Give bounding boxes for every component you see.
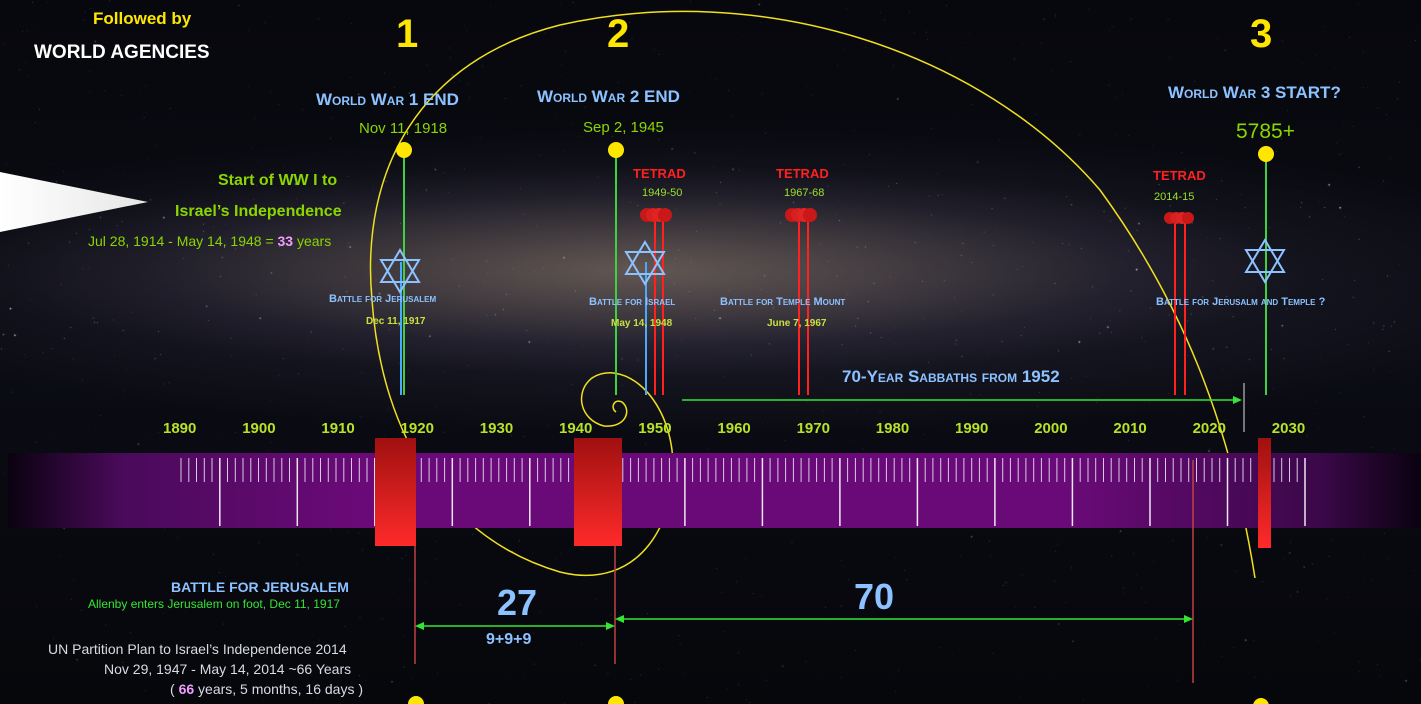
- axis-year-1990: 1990: [955, 420, 989, 437]
- sabbath-label: 70-Year Sabbaths from 1952: [842, 367, 1060, 386]
- battle-israel-label: Battle for Israel: [589, 296, 676, 308]
- ww2-date: Sep 2, 1945: [583, 119, 664, 136]
- pointer-cone-shape: [0, 172, 148, 232]
- ww1-period-block: [375, 438, 416, 546]
- bottom-battle-title: BATTLE FOR JERUSALEM: [171, 579, 349, 595]
- ww2-dot: [608, 142, 624, 158]
- ww2-title: World War 2 END: [537, 87, 680, 106]
- un-plan-line1: UN Partition Plan to Israel’s Independen…: [48, 641, 347, 657]
- interval-27-breakdown: 9+9+9: [486, 631, 532, 648]
- ww2-period-block: [574, 438, 622, 546]
- left-note-line1: Start of WW I to: [218, 172, 338, 189]
- un-plan-line3: ( 66 years, 5 months, 16 days ): [170, 681, 363, 697]
- ww1-dot: [396, 142, 412, 158]
- axis-year-1900: 1900: [242, 420, 276, 437]
- un-plan-line2: Nov 29, 1947 - May 14, 2014 ~66 Years: [104, 661, 352, 677]
- axis-year-1920: 1920: [400, 420, 434, 437]
- ww3-period-block: [1258, 438, 1271, 548]
- tetrad-years-3: 2014-15: [1154, 191, 1195, 203]
- axis-year-2020: 2020: [1192, 420, 1226, 437]
- left-note-line2: Israel’s Independence: [175, 203, 342, 220]
- axis-year-1890: 1890: [163, 420, 197, 437]
- axis-year-2010: 2010: [1113, 420, 1147, 437]
- bottom-dot-1: [408, 696, 424, 704]
- tetrad-moons-1949: [640, 208, 672, 222]
- axis-year-2030: 2030: [1271, 420, 1306, 437]
- ww3-title: World War 3 START?: [1168, 83, 1341, 102]
- marker-number-1: 1: [396, 12, 419, 56]
- tetrad-label-2: TETRAD: [776, 166, 829, 181]
- tetrad-moons-2014: [1164, 212, 1194, 224]
- axis-year-1930: 1930: [479, 420, 514, 437]
- bottom-dot-3: [1253, 698, 1269, 704]
- bottom-dot-2: [608, 696, 624, 704]
- tetrad-years-1: 1949-50: [642, 187, 683, 199]
- interval-27-value: 27: [497, 582, 538, 623]
- ww1-title: World War 1 END: [316, 90, 459, 109]
- bottom-battle-subtitle: Allenby enters Jerusalem on foot, Dec 11…: [88, 597, 340, 611]
- axis-year-1980: 1980: [875, 420, 910, 437]
- battle-jerusalem-date: Dec 11, 1917: [366, 316, 426, 327]
- battle-israel-date: May 14, 1948: [611, 318, 673, 329]
- battle-jerusalem-temple-label: Battle for Jerusalm and Temple ?: [1156, 296, 1326, 308]
- axis-year-1970: 1970: [796, 420, 830, 437]
- marker-number-3: 3: [1250, 12, 1273, 56]
- world-agencies-label: WORLD AGENCIES: [34, 42, 210, 63]
- axis-year-1910: 1910: [321, 420, 355, 437]
- axis-year-1960: 1960: [717, 420, 751, 437]
- ww1-date: Nov 11, 1918: [359, 120, 448, 137]
- timeline-ticks: [180, 458, 1306, 526]
- tetrad-label-3: TETRAD: [1153, 168, 1206, 183]
- star-of-david-icon: [379, 238, 1286, 294]
- followed-by-label: Followed by: [93, 9, 192, 28]
- ww3-year: 5785+: [1236, 120, 1295, 143]
- battle-jerusalem-label: Battle for Jerusalem: [329, 293, 437, 305]
- tetrad-moons-1967: [785, 208, 817, 222]
- tetrad-years-2: 1967-68: [784, 187, 825, 199]
- tetrad-label-1: TETRAD: [633, 166, 686, 181]
- axis-year-1940: 1940: [559, 420, 593, 437]
- ww3-dot: [1258, 146, 1274, 162]
- axis-year-2000: 2000: [1034, 420, 1068, 437]
- left-note-line3: Jul 28, 1914 - May 14, 1948 = 33 years: [88, 233, 332, 249]
- marker-number-2: 2: [607, 12, 630, 56]
- golden-spiral: [369, 10, 1256, 579]
- battle-temple-mount-date: June 7, 1967: [767, 318, 827, 329]
- axis-year-1950: 1950: [638, 420, 672, 437]
- battle-temple-mount-label: Battle for Temple Mount: [720, 296, 846, 308]
- interval-70-value: 70: [854, 576, 895, 617]
